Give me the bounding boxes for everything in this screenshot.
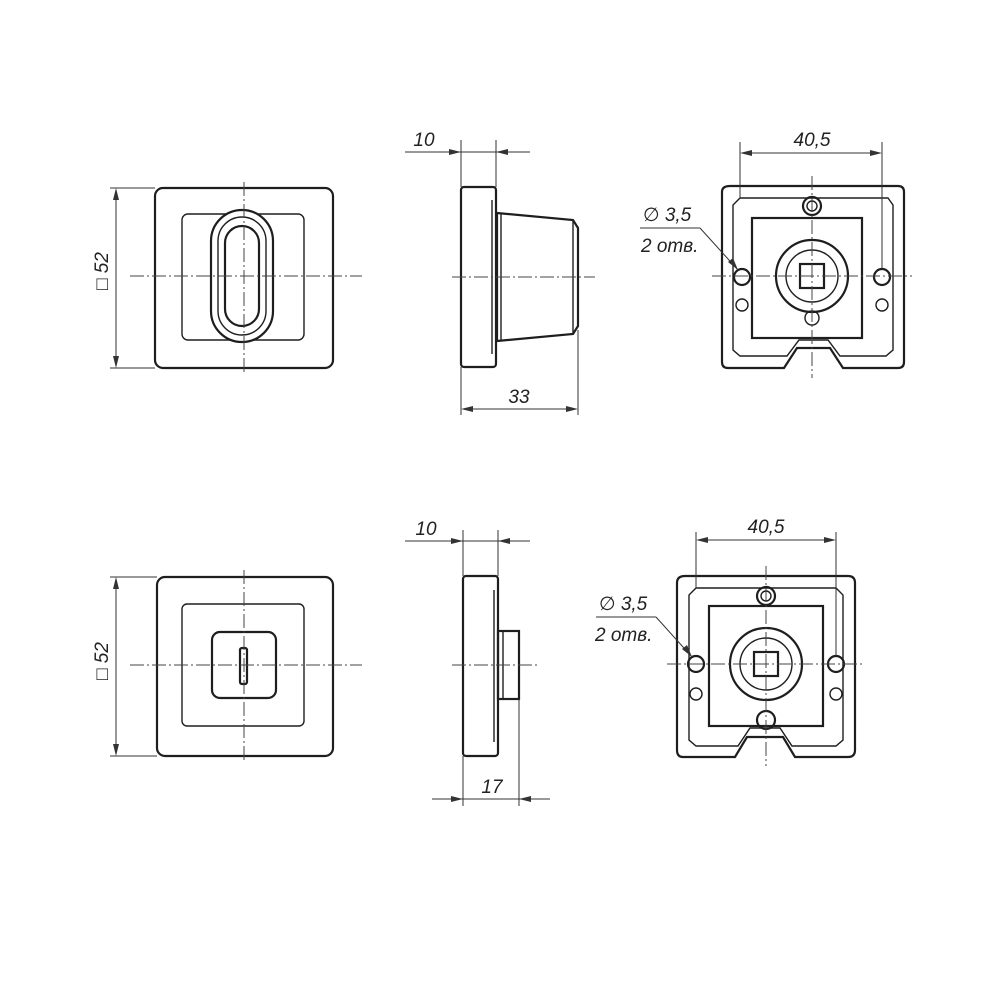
size-label: □ 52 xyxy=(92,252,113,290)
depth-label: 17 xyxy=(481,777,504,798)
dimension-depth-top: 33 xyxy=(460,330,579,415)
screw-hole-lower-left xyxy=(735,298,749,312)
dimension-width-top: 40,5 xyxy=(739,130,883,268)
back-plate-outline xyxy=(675,574,857,759)
mount-hole-left xyxy=(686,654,706,674)
mechanism-body xyxy=(750,216,864,340)
release-back-view xyxy=(667,566,865,766)
dimension-depth-bottom: 17 xyxy=(432,699,550,806)
mount-hole-left xyxy=(732,267,752,287)
turn-knob-side-view xyxy=(452,185,595,369)
dimension-width-bottom: 40,5 xyxy=(695,517,837,656)
hole-count-label: 2 отв. xyxy=(640,236,698,257)
hole-leader-top: ∅ 3,5 2 отв. xyxy=(640,205,739,271)
turn-knob-back-view xyxy=(712,176,912,378)
turn-knob-front-view xyxy=(130,182,362,374)
back-plate-outline xyxy=(720,184,906,370)
size-label: □ 52 xyxy=(92,642,113,680)
depth-label: 33 xyxy=(508,387,530,408)
screw-hole-lower-right xyxy=(829,687,843,701)
hole-count-label: 2 отв. xyxy=(594,625,652,646)
screw-hole-lower-right xyxy=(875,298,889,312)
rosette-side-profile xyxy=(461,574,500,758)
back-plate-inner-frame xyxy=(688,587,844,747)
hole-diameter-label: ∅ 3,5 xyxy=(599,594,648,615)
width-label: 40,5 xyxy=(794,130,831,151)
screw-hole-lower-left xyxy=(689,687,703,701)
hole-leader-bottom: ∅ 3,5 2 отв. xyxy=(594,594,693,658)
dimension-thickness-top: 10 xyxy=(405,130,530,187)
thickness-label: 10 xyxy=(413,130,435,151)
width-label: 40,5 xyxy=(748,517,785,538)
back-plate-inner-frame xyxy=(732,197,894,357)
hole-diameter-label: ∅ 3,5 xyxy=(643,205,692,226)
dimension-size-top: □ 52 xyxy=(92,187,155,369)
release-front-view xyxy=(130,570,362,762)
rosette-outline xyxy=(155,575,335,758)
mount-hole-right xyxy=(872,267,892,287)
dimension-thickness-bottom: 10 xyxy=(405,519,530,576)
thickness-label: 10 xyxy=(415,519,437,540)
dimension-size-bottom: □ 52 xyxy=(92,576,157,757)
release-side-view xyxy=(452,574,540,758)
